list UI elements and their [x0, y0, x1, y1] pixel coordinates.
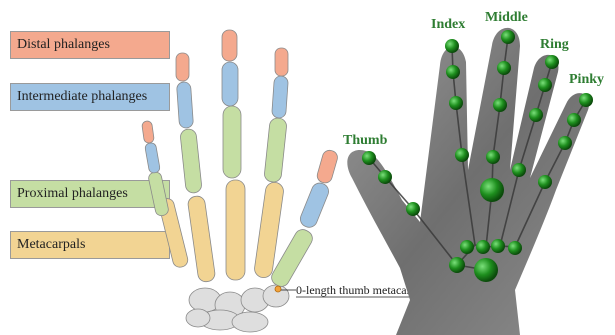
keypoint-ring-3 — [538, 78, 552, 92]
keypoint-middle-2 — [493, 98, 507, 112]
middle-bones — [222, 30, 245, 280]
annotation-marker — [275, 286, 281, 292]
label-thumb: Thumb — [343, 133, 388, 148]
keypoint-index-tip — [445, 39, 459, 53]
keypoint-ring-tip — [545, 55, 559, 69]
keypoint-wrist — [474, 258, 498, 282]
keypoint-mcp-index — [460, 240, 474, 254]
keypoint-pinky-2 — [558, 136, 572, 150]
label-middle: Middle — [485, 10, 528, 25]
keypoint-middle-tip — [501, 30, 515, 44]
keypoint-thumb-base — [449, 257, 465, 273]
keypoint-middle-3 — [497, 61, 511, 75]
keypoint-index-2 — [449, 96, 463, 110]
keypoint-index-3 — [446, 65, 460, 79]
label-ring: Ring — [540, 37, 569, 52]
keypoint-pinky-tip — [579, 93, 593, 107]
keypoint-thumb-2 — [406, 202, 420, 216]
index-bones — [253, 48, 288, 279]
keypoint-mcp-ring — [491, 239, 505, 253]
keypoint-palm — [480, 178, 504, 202]
label-pinky: Pinky — [569, 72, 604, 87]
carpal-bones — [186, 285, 289, 332]
keypoint-pinky-3 — [567, 113, 581, 127]
keypoint-index-1 — [455, 148, 469, 162]
keypoint-pinky-1 — [538, 175, 552, 189]
label-index: Index — [431, 17, 465, 32]
keypoint-mcp-pinky — [508, 241, 522, 255]
keypoint-mcp-middle — [476, 240, 490, 254]
keypoint-ring-2 — [529, 108, 543, 122]
keypoint-thumb-tip — [362, 151, 376, 165]
keypoint-ring-1 — [512, 163, 526, 177]
keypoint-middle-1 — [486, 150, 500, 164]
keypoint-thumb-3 — [378, 170, 392, 184]
